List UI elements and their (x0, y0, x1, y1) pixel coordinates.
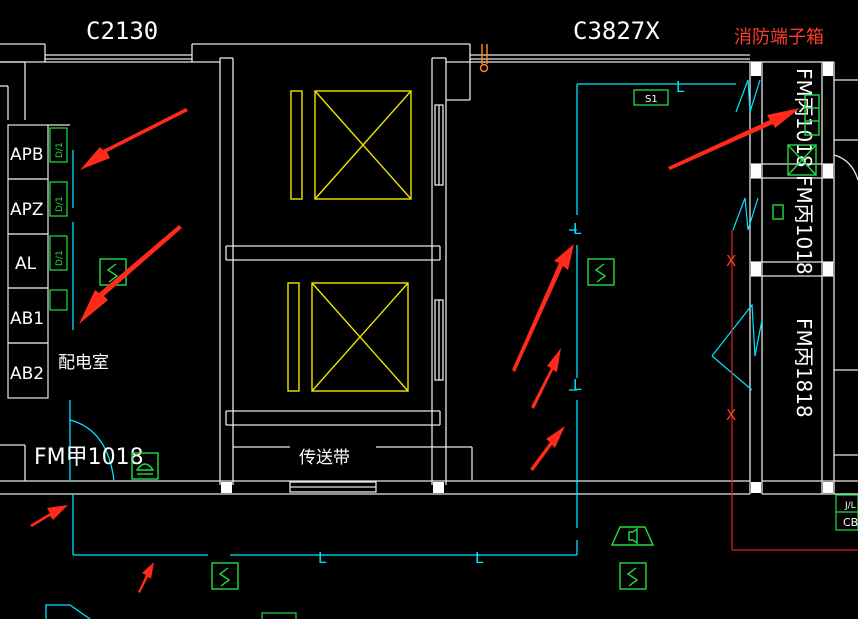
equipment-lower (287, 282, 409, 392)
panel-switches (49, 127, 68, 311)
annotation-arrow-7 (530, 426, 565, 471)
door-label-right-2: FM丙1018 (792, 175, 816, 275)
panel-label-ab1: AB1 (10, 309, 44, 329)
socket-icon-2 (587, 258, 615, 286)
annotation-arrow-8 (668, 108, 800, 170)
window-label-c3827x: C3827X (573, 17, 660, 45)
device-s1-label: S1 (645, 94, 658, 105)
panel-label-ab2: AB2 (10, 364, 44, 384)
switch-label-apb: D/1 (55, 142, 65, 158)
device-s1-box (633, 89, 669, 106)
distribution-panels (7, 124, 70, 399)
walls (0, 43, 858, 495)
fire-terminal-box-label: 消防端子箱 (734, 27, 824, 48)
conveyor-label: 传送带 (299, 448, 350, 468)
line-label-l-mid1: L (573, 220, 582, 238)
room-label-distribution: 配电室 (58, 353, 109, 373)
line-label-l-bottom1: L (318, 549, 327, 567)
annotation-arrow-6 (531, 348, 561, 409)
socket-icon-4 (619, 562, 647, 590)
switch-label-apz: D/1 (55, 196, 65, 212)
annotation-arrow-3 (30, 505, 68, 527)
switch-label-al: D/1 (55, 250, 65, 266)
line-label-l-mid2: L (573, 376, 582, 394)
door-swings-right (711, 79, 763, 391)
fire-line (731, 230, 858, 551)
panel-label-apz: APZ (10, 200, 44, 220)
socket-icon-3 (211, 562, 239, 590)
door-label-right-3: FM丙1818 (792, 318, 816, 418)
fire-line-x-1: X (726, 252, 736, 270)
speaker-icon (610, 526, 655, 546)
annotation-arrow-2 (79, 225, 182, 324)
annotation-arrow-5 (512, 244, 574, 372)
annotation-arrow-1 (80, 108, 188, 170)
cable-tray-lines (45, 83, 736, 619)
panel-label-apb: APB (10, 145, 44, 165)
door-label-right-1: FM丙1018 (792, 68, 816, 168)
annotation-arrow-4 (138, 562, 154, 593)
pipe-marker (479, 44, 489, 73)
door-label-left: FM甲1018 (34, 445, 144, 470)
equipment-upper (290, 90, 412, 200)
distribution-box-icon (772, 94, 820, 220)
column-markers (221, 62, 833, 493)
cb-label-partial: CB (843, 516, 858, 529)
telephone-icon (131, 452, 159, 480)
window-label-c2130: C2130 (86, 17, 158, 45)
fire-line-x-2: X (726, 406, 736, 424)
line-label-l-bottom2: L (475, 549, 484, 567)
partial-device-bottom (261, 494, 858, 619)
panel-label-al: AL (15, 254, 37, 274)
annotation-arrows (30, 108, 800, 593)
line-label-l-top: L (676, 78, 685, 96)
door-left (69, 400, 115, 482)
jl-label-partial: J/L (844, 501, 856, 511)
